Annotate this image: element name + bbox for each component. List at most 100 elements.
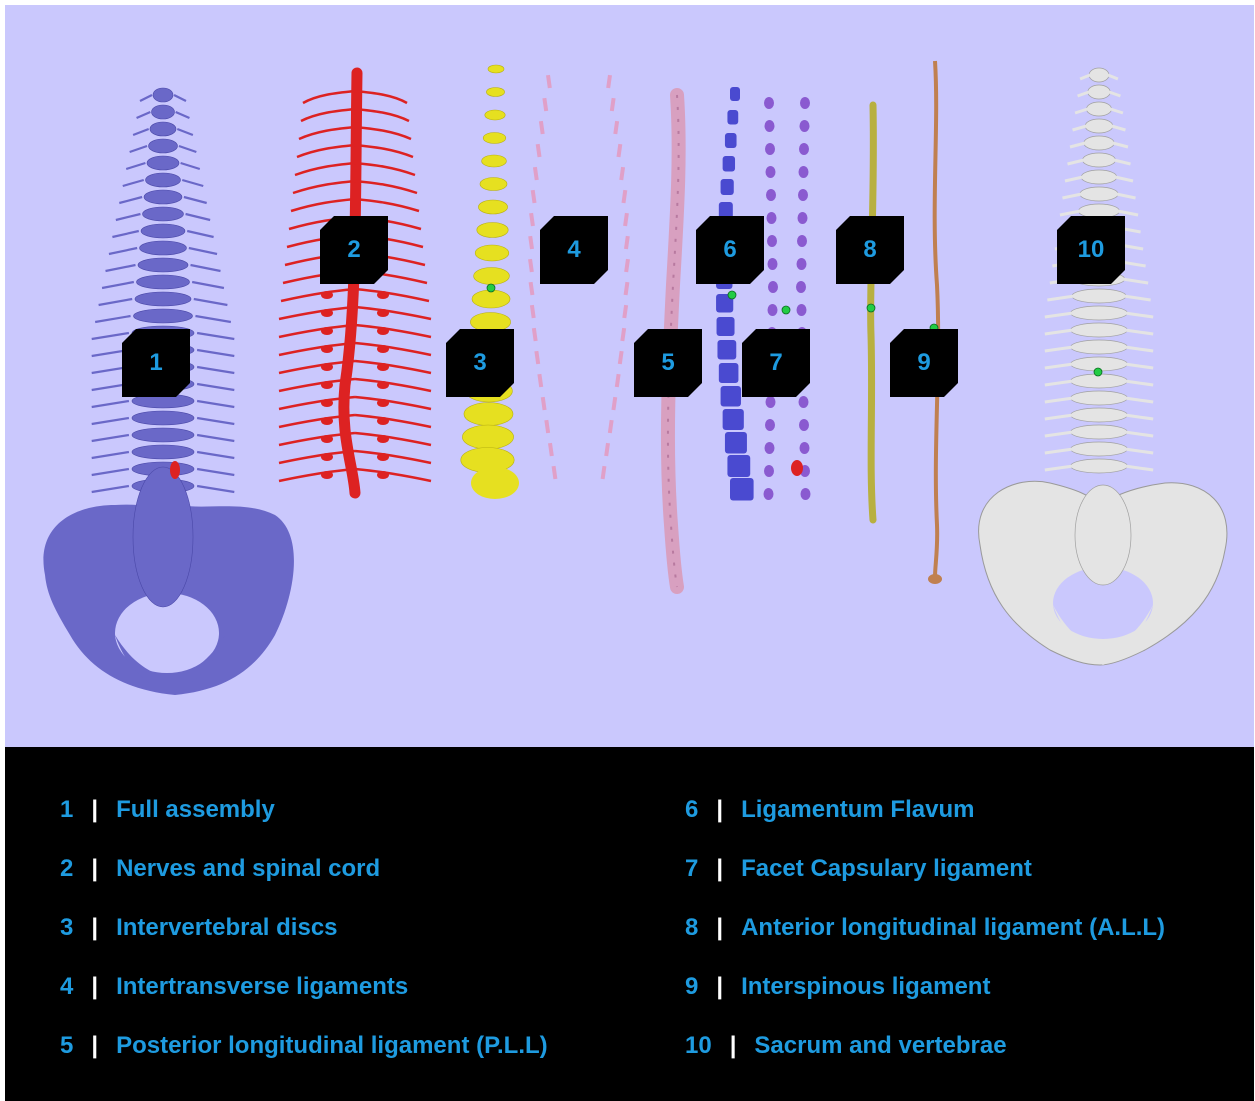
transverse-process — [1045, 415, 1073, 419]
vertebra-shape — [1071, 442, 1128, 456]
flavum-segment — [721, 179, 734, 195]
facet-shape — [768, 281, 778, 293]
nerve-branch — [106, 265, 136, 271]
facet-shape — [800, 442, 810, 454]
vertebra-shape — [1081, 170, 1117, 184]
facet-shape — [766, 166, 776, 178]
all-model — [871, 105, 874, 520]
vertebra-shape — [1071, 306, 1128, 320]
flavum-segment — [730, 87, 740, 101]
disc-shape — [483, 133, 506, 144]
ligament-strip — [613, 121, 619, 134]
transverse-process — [1075, 109, 1088, 113]
transverse-process — [1068, 160, 1085, 164]
transverse-process — [1060, 211, 1080, 215]
ligament-strip — [537, 374, 543, 387]
marker-1[interactable]: 1 — [122, 329, 190, 397]
transverse-process — [1125, 364, 1153, 368]
legend-number: 8 — [685, 914, 698, 942]
ganglion — [377, 399, 389, 407]
discs-model — [461, 65, 519, 499]
nerve-root — [355, 433, 431, 445]
facet-shape — [797, 304, 807, 316]
marker-2[interactable]: 2 — [320, 216, 388, 284]
vertebra-shape — [1080, 187, 1118, 201]
disc-shape — [480, 178, 507, 191]
highlight-spot — [791, 460, 803, 476]
nerve-branch — [176, 112, 190, 118]
nerve-branch — [123, 180, 144, 186]
transverse-process — [1125, 432, 1153, 436]
nerve-branch — [174, 95, 186, 101]
vertebra-shape — [140, 241, 187, 255]
nerve-branch — [181, 163, 200, 169]
nerve-root — [355, 91, 407, 103]
model-viewport[interactable]: 1 2 3 4 5 6 7 8 9 10 — [5, 5, 1254, 747]
transverse-process — [1125, 381, 1153, 385]
nerve-branch — [195, 316, 230, 322]
transverse-process — [1070, 143, 1085, 147]
ligament-strip — [624, 282, 630, 295]
facet-shape — [765, 442, 775, 454]
ganglion — [321, 381, 333, 389]
transverse-process — [1110, 109, 1123, 113]
legend-separator: | — [91, 1032, 98, 1060]
nerve-root — [355, 343, 431, 355]
transverse-process — [1115, 177, 1133, 181]
ligament-strip — [611, 397, 617, 410]
marker-4[interactable]: 4 — [540, 216, 608, 284]
vertebra-shape — [1071, 391, 1128, 405]
transverse-process — [1045, 449, 1073, 453]
ganglion — [377, 363, 389, 371]
nerve-root — [355, 379, 431, 391]
nerve-root — [293, 181, 355, 193]
ganglion — [377, 291, 389, 299]
facet-shape — [801, 488, 811, 500]
ganglion — [377, 345, 389, 353]
vertebra-shape — [1088, 85, 1110, 99]
marker-5[interactable]: 5 — [634, 329, 702, 397]
anatomy-scene — [5, 5, 1254, 747]
transverse-process — [1045, 398, 1073, 402]
vertebra-shape — [1079, 204, 1120, 218]
nerve-branch — [112, 231, 138, 237]
nerve-branch — [119, 197, 142, 203]
nerve-branch — [197, 418, 234, 424]
marker-9[interactable]: 9 — [890, 329, 958, 397]
nerve-root — [355, 307, 431, 319]
facet-shape — [798, 212, 808, 224]
ligament-strip — [528, 259, 534, 272]
flavum-segment — [717, 340, 736, 360]
legend-number: 5 — [60, 1032, 73, 1060]
facet-shape — [800, 120, 810, 132]
disc-large — [471, 467, 519, 499]
vertebra-shape — [1086, 102, 1111, 116]
nerve-root — [279, 325, 355, 337]
nerve-branch — [182, 180, 203, 186]
marker-3[interactable]: 3 — [446, 329, 514, 397]
vertebra-shape — [1071, 408, 1128, 422]
vertebra-shape — [149, 139, 178, 153]
nerve-branch — [184, 197, 207, 203]
ganglion — [321, 291, 333, 299]
marker-6[interactable]: 6 — [696, 216, 764, 284]
vertebra-shape — [146, 173, 181, 187]
marker-7[interactable]: 7 — [742, 329, 810, 397]
facet-shape — [768, 304, 778, 316]
legend-number: 10 — [685, 1032, 712, 1060]
disc-shape — [488, 65, 504, 73]
nerve-branch — [197, 401, 234, 407]
marker-10[interactable]: 10 — [1057, 216, 1125, 284]
disc-shape — [485, 110, 505, 120]
vertebra-shape — [1085, 119, 1113, 133]
nerve-branch — [197, 333, 234, 339]
transverse-process — [1125, 347, 1153, 351]
nerve-branch — [189, 248, 217, 254]
ganglion — [377, 309, 389, 317]
nerve-branch — [92, 333, 129, 339]
marker-8[interactable]: 8 — [836, 216, 904, 284]
nerve-root — [355, 451, 431, 463]
point-marker — [867, 304, 875, 312]
nerve-branch — [95, 316, 130, 322]
transverse-process — [1062, 194, 1081, 198]
